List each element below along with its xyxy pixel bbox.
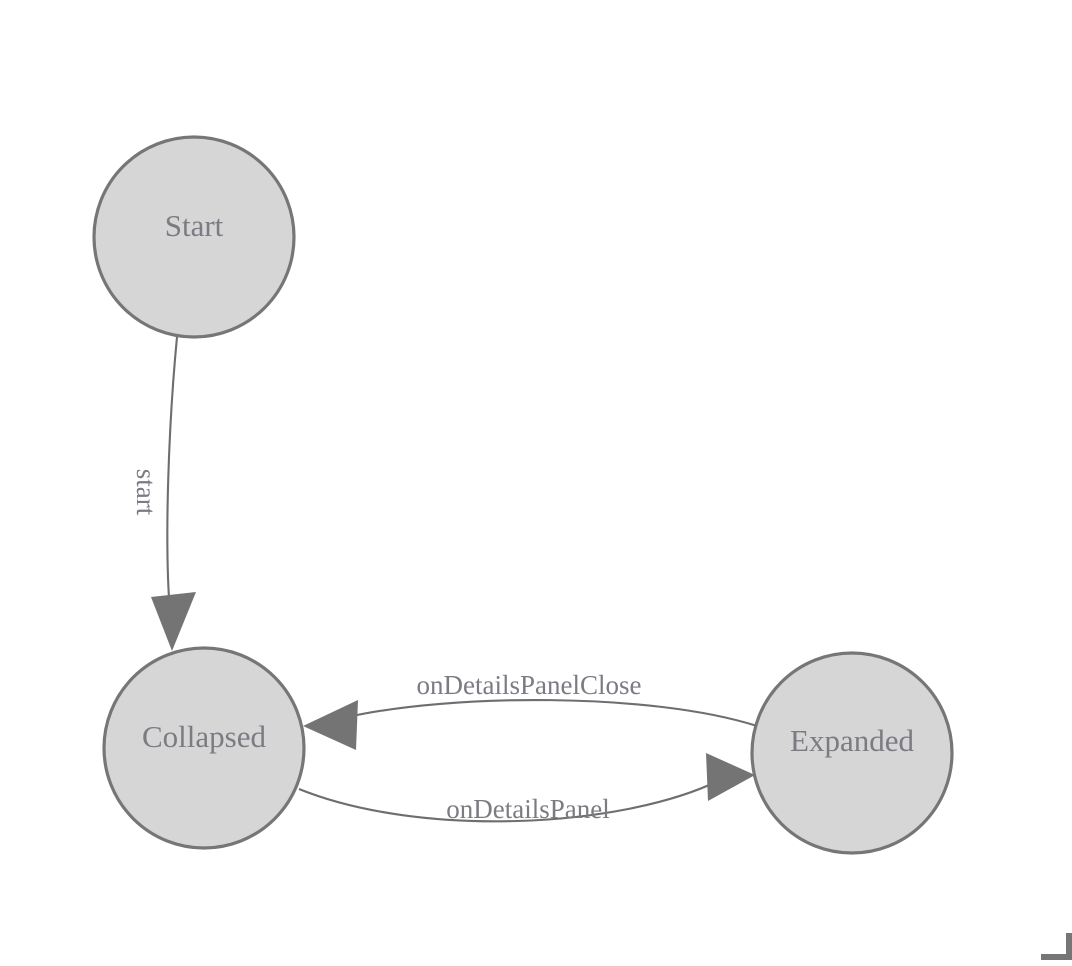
edge-start-to-collapsed[interactable]: start — [131, 336, 196, 651]
node-collapsed-label: Collapsed — [142, 719, 266, 754]
edge-expanded-to-collapsed-arrowhead — [303, 700, 358, 750]
edge-start-to-collapsed-arrowhead — [151, 592, 196, 651]
node-expanded-circle — [750, 651, 954, 855]
corner-bracket-mark — [1041, 933, 1072, 960]
node-collapsed-circle — [102, 646, 306, 850]
edge-collapsed-to-expanded[interactable]: onDetailsPanel — [298, 753, 755, 824]
node-expanded[interactable]: Expanded — [750, 651, 954, 855]
node-start[interactable]: Start — [92, 135, 296, 339]
edge-collapsed-to-expanded-path — [298, 780, 719, 823]
node-collapsed[interactable]: Collapsed — [102, 646, 306, 850]
node-expanded-label: Expanded — [790, 723, 914, 758]
edge-collapsed-to-expanded-label: onDetailsPanel — [446, 794, 609, 824]
edge-collapsed-to-expanded-arrowhead — [706, 753, 755, 801]
node-start-label: Start — [165, 208, 224, 243]
edge-expanded-to-collapsed-label: onDetailsPanelClose — [417, 670, 642, 700]
edge-expanded-to-collapsed[interactable]: onDetailsPanelClose — [303, 670, 758, 750]
edge-start-to-collapsed-path — [166, 336, 179, 613]
edge-start-to-collapsed-label: start — [131, 469, 161, 516]
node-start-circle — [92, 135, 296, 339]
edge-expanded-to-collapsed-path — [347, 698, 758, 728]
